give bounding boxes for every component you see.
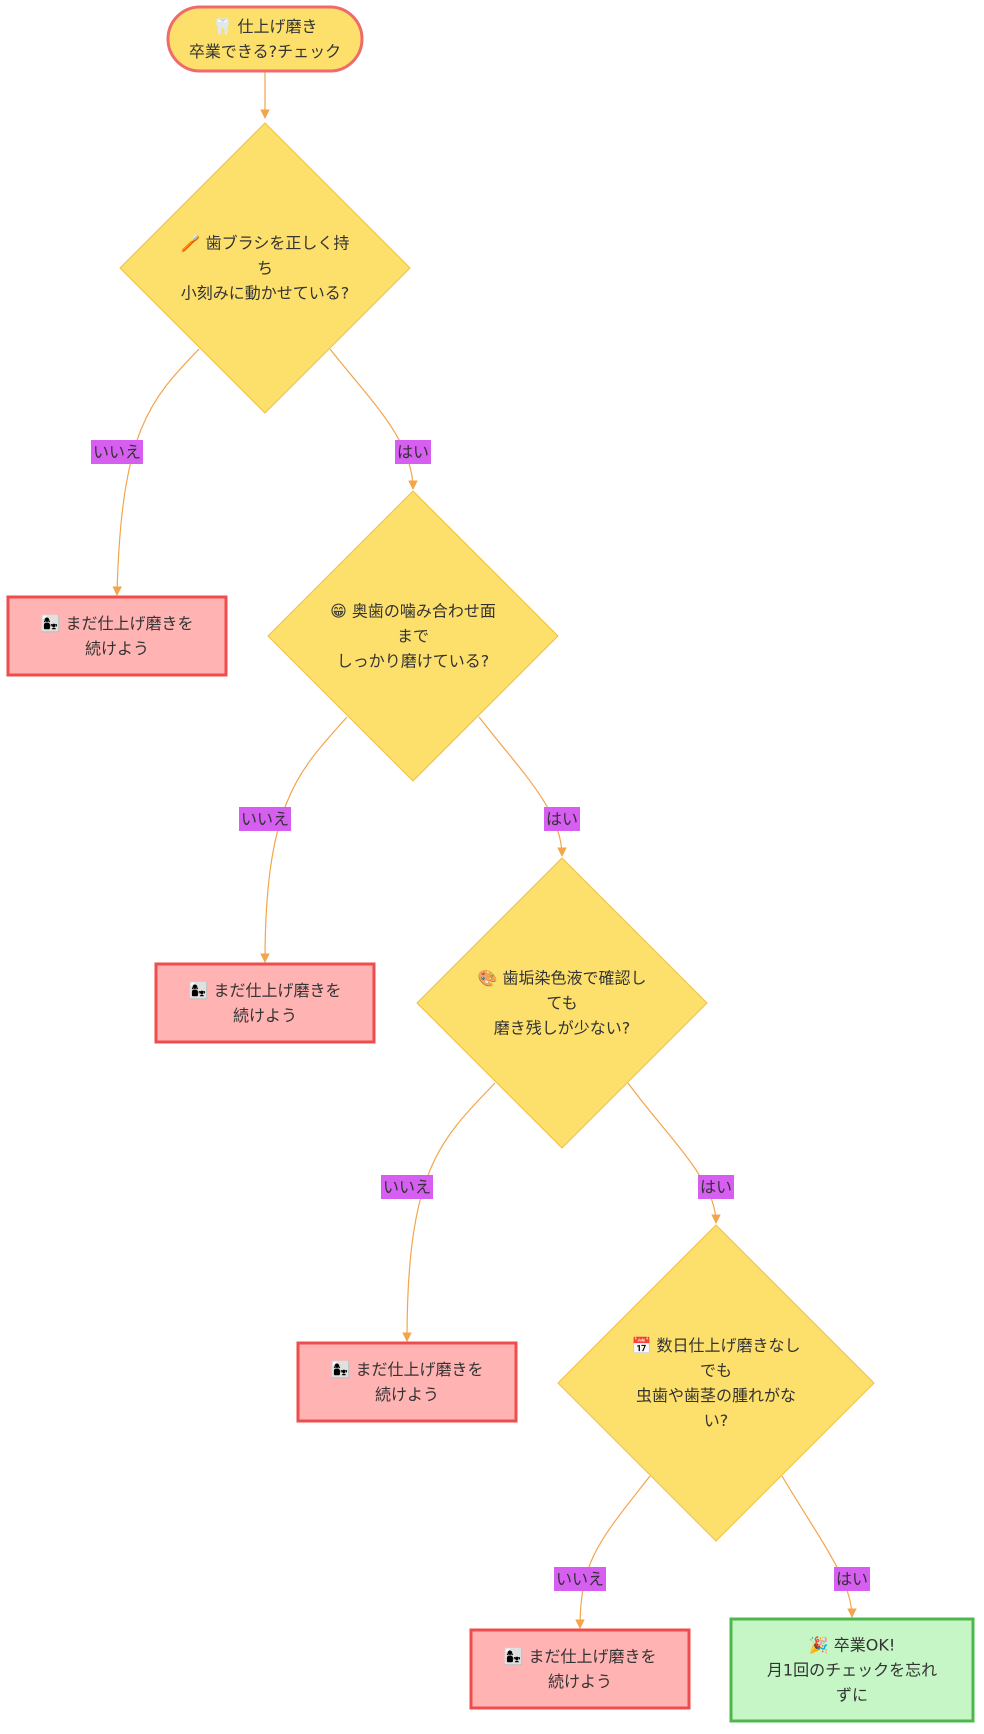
- start-node-shape: [166, 5, 364, 73]
- continue-brushing-text: 👩‍👧 まだ仕上げ磨きを: [503, 1647, 656, 1666]
- continue-brushing-text: 続けよう: [85, 639, 149, 658]
- graduate-text: ずに: [836, 1686, 868, 1705]
- flow-arrow: [112, 348, 200, 596]
- edge-label-yes: はい: [544, 807, 580, 831]
- continue-brushing-box: [6, 595, 228, 677]
- decision-text: ても: [546, 994, 577, 1013]
- decision-text: 虫歯や歯茎の腫れがな: [636, 1386, 796, 1405]
- decision-diamond: [119, 122, 411, 414]
- edge-label-no: いいえ: [554, 1567, 606, 1591]
- edge-label-bg: [239, 807, 291, 831]
- decision-text: まで: [397, 627, 429, 646]
- continue-brushing-box: [154, 962, 376, 1044]
- edge-label-no: いいえ: [239, 807, 291, 831]
- flow-arrow: [260, 716, 348, 963]
- edge-labels: いいえはいいいえはいいいえはいいいえはい: [91, 440, 870, 1591]
- flow-arrow: [781, 1475, 857, 1618]
- edge-label-no: いいえ: [381, 1175, 433, 1199]
- continue-brushing-box: [296, 1341, 518, 1423]
- start-node-text: 🦷 仕上げ磨き: [212, 17, 317, 36]
- continue-brushing-text: 続けよう: [233, 1006, 297, 1025]
- edge-label-bg: [395, 440, 431, 464]
- start-node-text: 卒業できる?チェック: [189, 42, 341, 61]
- decision-text: でも: [700, 1361, 732, 1380]
- continue-brushing-text: 続けよう: [548, 1672, 612, 1691]
- edge-label-bg: [91, 440, 143, 464]
- edge-label-bg: [544, 807, 580, 831]
- decision-text: 🎨 歯垢染色液で確認し: [477, 969, 646, 988]
- continue-brushing-text: 続けよう: [375, 1385, 439, 1404]
- edge-label-text: いいえ: [556, 1570, 604, 1589]
- decision-diamond: [267, 490, 559, 782]
- edge-label-text: はい: [700, 1178, 732, 1197]
- graduate-text: 月1回のチェックを忘れ: [767, 1661, 937, 1680]
- edge-label-bg: [698, 1175, 734, 1199]
- continue-brushing-text: 👩‍👧 まだ仕上げ磨きを: [188, 981, 341, 1000]
- decision-diamond: [557, 1224, 875, 1542]
- flow-arrow: [627, 1082, 721, 1224]
- continue-brushing-box: [469, 1628, 691, 1710]
- edge-label-text: はい: [836, 1570, 868, 1589]
- decision-text: しっかり磨けている?: [337, 652, 490, 671]
- decision-text: 小刻みに動かせている?: [181, 284, 350, 303]
- edge-label-bg: [554, 1567, 606, 1591]
- edge-label-yes: はい: [395, 440, 431, 464]
- decision-text: 📅 数日仕上げ磨きなし: [631, 1336, 800, 1355]
- edge-label-text: いいえ: [241, 810, 289, 829]
- edge-label-yes: はい: [698, 1175, 734, 1199]
- edge-label-text: はい: [546, 810, 578, 829]
- edges: [112, 71, 857, 1629]
- continue-brushing-text: 👩‍👧 まだ仕上げ磨きを: [40, 614, 193, 633]
- edge-label-text: いいえ: [383, 1178, 431, 1197]
- decision-text: ち: [257, 259, 273, 278]
- flow-arrow: [402, 1082, 496, 1342]
- flow-arrow: [575, 1475, 651, 1629]
- decision-text: い?: [704, 1411, 729, 1430]
- decision-text: 😁 奥歯の噛み合わせ面: [330, 602, 496, 621]
- continue-brushing-text: 👩‍👧 まだ仕上げ磨きを: [330, 1360, 483, 1379]
- decision-diamond: [416, 857, 708, 1149]
- edge-label-no: いいえ: [91, 440, 143, 464]
- edge-label-bg: [381, 1175, 433, 1199]
- edge-label-yes: はい: [834, 1567, 870, 1591]
- edge-label-bg: [834, 1567, 870, 1591]
- flow-arrow: [329, 348, 418, 490]
- graduate-box: [729, 1617, 975, 1723]
- decision-text: 磨き残しが少ない?: [494, 1019, 631, 1038]
- edge-label-text: はい: [397, 443, 429, 462]
- graduate-text: 🎉 卒業OK!: [809, 1636, 896, 1655]
- edge-label-text: いいえ: [93, 443, 141, 462]
- flow-arrow: [478, 716, 567, 857]
- decision-text: 🪥 歯ブラシを正しく持: [181, 234, 350, 253]
